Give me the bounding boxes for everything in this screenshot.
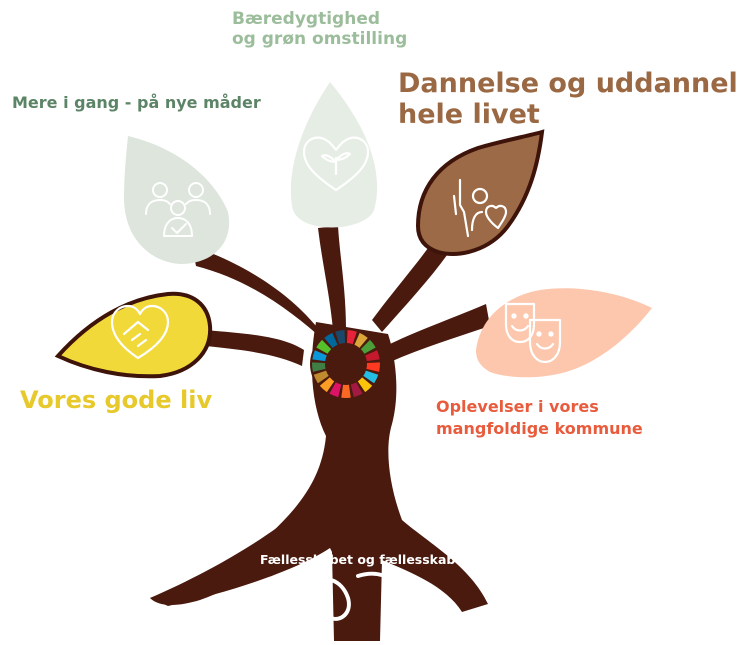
label-community: Fællesskabet og fællesskaber <box>260 553 470 567</box>
label-sustainability: Bæredygtighed og grøn omstilling <box>232 10 407 49</box>
sdg-wheel-icon <box>310 328 382 400</box>
leaf-experiences <box>476 288 652 377</box>
leaf-movement <box>124 136 229 264</box>
label-education-line1: Dannelse og uddannelse <box>398 68 737 99</box>
label-experiences: Oplevelser i vores mangfoldige kommune <box>436 396 643 441</box>
leaf-good-life <box>58 294 210 377</box>
leaf-sustainability <box>291 82 377 228</box>
label-education-line2: hele livet <box>398 99 737 130</box>
sdg-wheel-center <box>326 344 366 384</box>
label-sustainability-line2: og grøn omstilling <box>232 30 407 50</box>
leaf-education <box>418 132 542 254</box>
label-experiences-line2: mangfoldige kommune <box>436 418 643 440</box>
label-good-life: Vores gode liv <box>20 387 212 415</box>
label-sustainability-line1: Bæredygtighed <box>232 10 407 30</box>
label-experiences-line1: Oplevelser i vores <box>436 396 643 418</box>
label-education: Dannelse og uddannelse hele livet <box>398 68 737 130</box>
label-movement: Mere i gang - på nye måder <box>12 94 261 112</box>
